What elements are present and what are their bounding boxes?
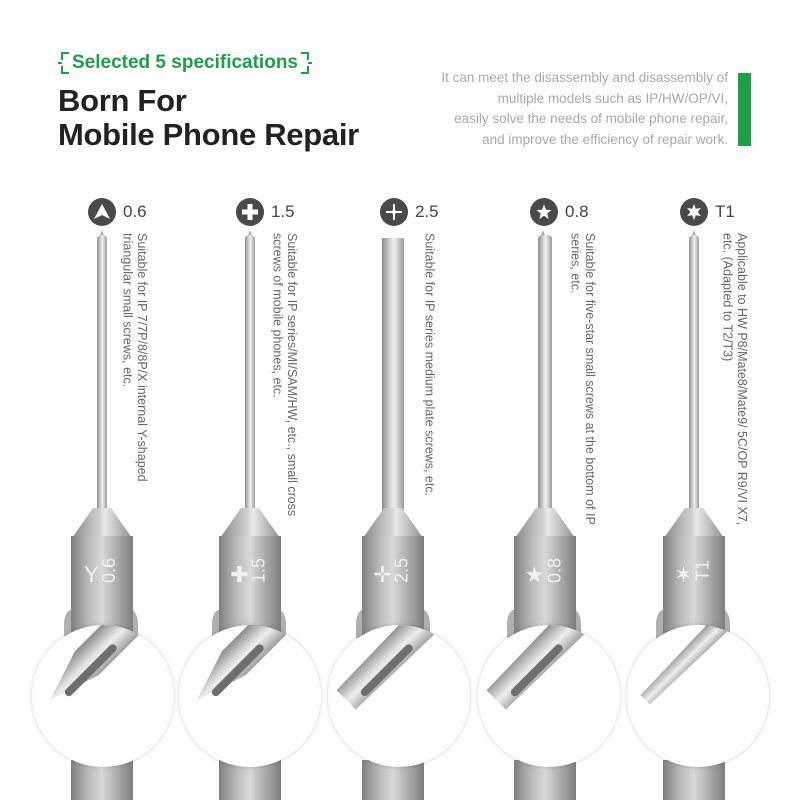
spec-header: 1.5 [236,198,295,226]
tip-closeup-magnifier [627,625,769,767]
spec-description: Suitable for five-star small screws at t… [568,233,598,525]
bit-shaft [97,235,107,510]
bracket-right-decoration [301,52,312,74]
bit-shaft [382,238,404,513]
tip-closeup-image [185,625,315,712]
description-line: and improve the efficiency of repair wor… [482,131,728,147]
spec-size: 2.5 [415,202,439,221]
collar-engraving: 1.5 ✚ [230,558,269,587]
badge-text: Selected 5 specifications [72,52,298,73]
bit-shaft [245,235,255,510]
product-description: It can meet the disassembly and disassem… [368,68,728,150]
tip-closeup-magnifier [32,625,174,767]
spec-size: 1.5 [271,202,295,221]
collar-engraving: 0.8 ★ [524,558,565,587]
description-line: easily solve the needs of mobile phone r… [454,111,728,126]
spec-column-0-8: 0.8 Suitable for five-star small screws … [478,0,650,800]
collar-engraving: 0.6 Y [84,558,119,587]
spec-column-2-5: 2.5 Suitable for IP series medium plate … [328,0,500,800]
bit-shaft [689,235,699,510]
spec-header: 0.8 [530,198,589,226]
title-line-1: Born For [58,83,187,118]
cross-plate-icon [380,198,408,226]
spec-column-1-5: 1.5 Suitable for IP series/MI/SAM/HW, et… [179,0,350,800]
spec-size: 0.6 [123,202,147,221]
tip-closeup-image [38,625,168,712]
spec-description: Applicable to HW P8/Mate8/Mate9/ 5C/OP R… [720,233,750,526]
spec-column-t1: T1 Applicable to HW P8/Mate8/Mate9/ 5C/O… [627,0,800,800]
spec-description: Suitable for IP series medium plate scre… [422,233,437,497]
y-tri-wing-icon [88,198,116,226]
tip-closeup-magnifier [478,625,620,767]
spec-column-0-6: 0.6 Suitable for IP 7/7P/8/8P/X internal… [32,0,200,800]
phillips-cross-icon [236,198,264,226]
bracket-left-decoration [58,52,69,74]
description-line: It can meet the disassembly and disassem… [441,70,728,85]
bit-taper [515,508,575,538]
spec-description: Suitable for IP series/MI/SAM/HW, etc., … [270,233,300,517]
spec-header: 0.6 [88,198,147,226]
bit-shaft [538,235,552,510]
spec-size: T1 [715,202,735,221]
collar-engraving: T1 ✶ [674,560,713,587]
page-title: Born For Mobile Phone Repair [58,84,359,152]
torx-star-icon [680,198,708,226]
bit-taper [363,508,423,538]
tip-closeup-magnifier [328,625,470,767]
accent-bar [738,73,751,146]
specifications-badge: Selected 5 specifications [58,52,312,74]
pentalobe-star-icon [530,198,558,226]
description-line: multiple models such as IP/HW/OP/VI, [497,90,728,106]
tip-closeup-magnifier [179,625,321,767]
collar-engraving: 2.5 ✛ [373,558,412,587]
spec-description: Suitable for IP 7/7P/8/8P/X internal Y-s… [120,233,150,482]
tip-closeup-image [484,625,614,712]
spec-size: 0.8 [565,202,589,221]
tip-closeup-image [334,625,464,712]
bit-taper [664,508,724,538]
spec-header: 2.5 [380,198,439,226]
spec-header: T1 [680,198,735,226]
title-line-2: Mobile Phone Repair [58,117,359,152]
